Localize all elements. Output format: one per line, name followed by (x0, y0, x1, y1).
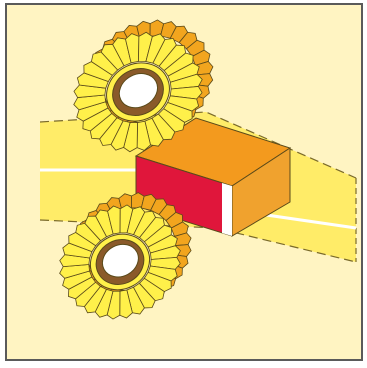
block-white-stripe (222, 183, 232, 236)
